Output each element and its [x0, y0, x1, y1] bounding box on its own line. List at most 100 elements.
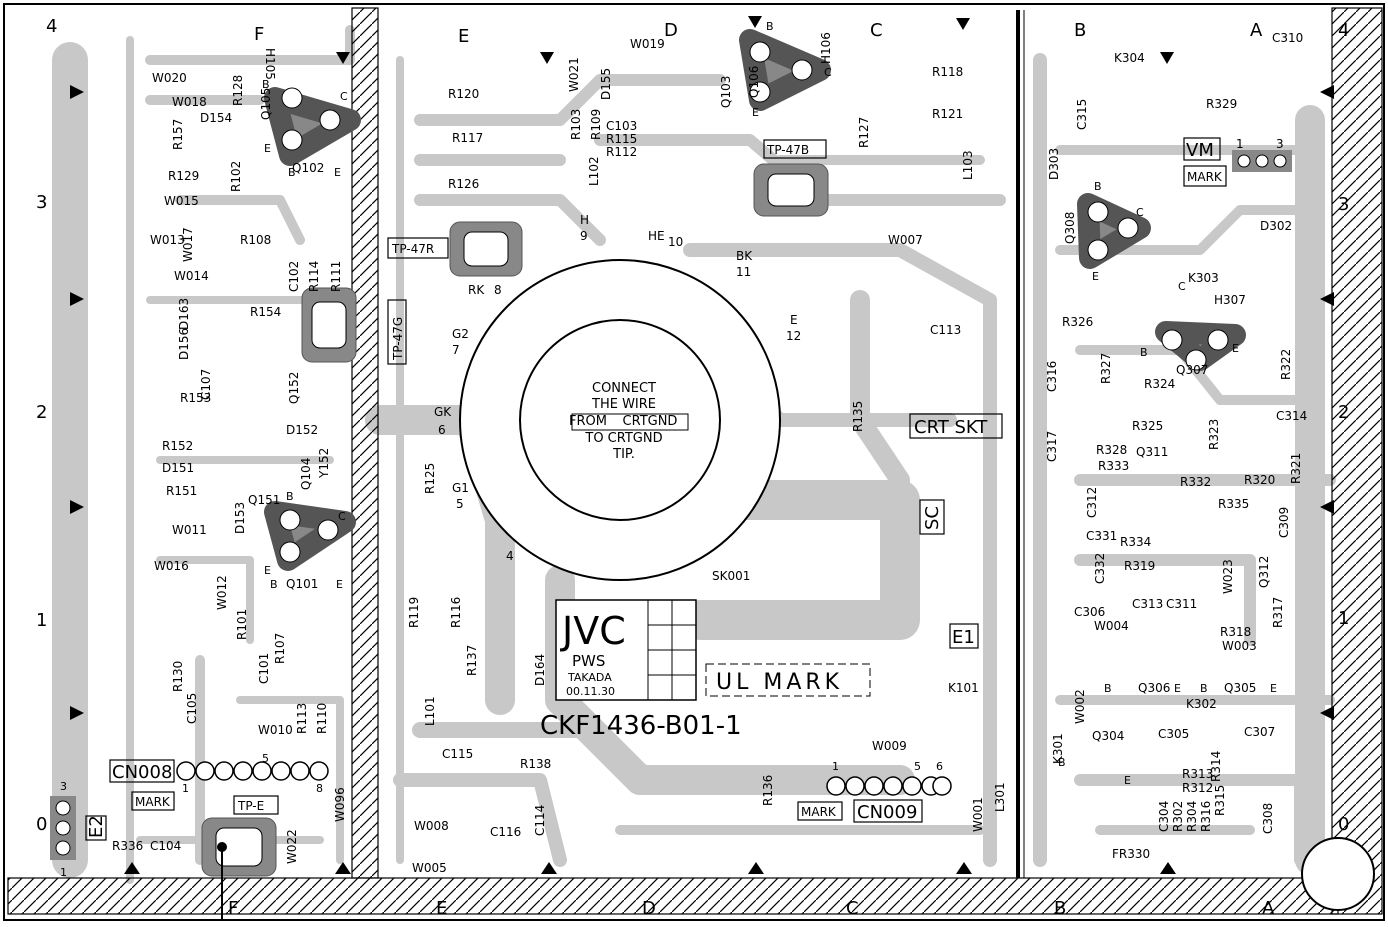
transistor-pin-c-1: C	[340, 90, 348, 103]
component-c306: C306	[1074, 605, 1105, 619]
note-line-1: CONNECT	[592, 381, 656, 396]
component-q105: Q105	[259, 88, 273, 120]
component-d152: D152	[286, 423, 318, 437]
tpe-label: TP-E	[237, 799, 264, 813]
component-c116: C116	[490, 825, 521, 839]
component-r111: R111	[329, 261, 343, 292]
component-c113: C113	[930, 323, 961, 337]
component-r332: R332	[1180, 475, 1211, 489]
component-c317: C317	[1045, 431, 1059, 462]
component-c104: C104	[150, 839, 181, 853]
component-y152: Y152	[317, 448, 331, 479]
component-c103: C103	[606, 119, 637, 133]
component-r112: R112	[606, 145, 637, 159]
component-c309: C309	[1277, 507, 1291, 538]
component-w015: W015	[164, 194, 199, 208]
component-r151: R151	[166, 484, 197, 498]
e1-label: E1	[952, 627, 975, 648]
transistor-pin-e-13: E	[1232, 342, 1239, 355]
board-outline	[3, 3, 1385, 921]
component-w016: W016	[154, 559, 189, 573]
component-w020: W020	[152, 71, 187, 85]
pin-num-5: 5	[456, 497, 464, 511]
cn008-pin-8: 8	[316, 782, 323, 795]
transistor-pin-b-23: B	[1058, 756, 1066, 769]
component-r153: R153	[180, 391, 211, 405]
pin-num-4: 4	[506, 549, 514, 563]
component-w005: W005	[412, 861, 447, 875]
component-l101: L101	[423, 696, 437, 726]
component-q311: Q311	[1136, 445, 1168, 459]
component-w011: W011	[172, 523, 207, 537]
note-line-3: FROM	[569, 414, 607, 429]
transistor-pin-e-22: E	[1270, 682, 1277, 695]
component-r115: R115	[606, 132, 637, 146]
component-r304: R304	[1185, 801, 1199, 832]
component-c311: C311	[1166, 597, 1197, 611]
component-r323: R323	[1207, 419, 1221, 450]
component-r127: R127	[857, 117, 871, 148]
component-r321: R321	[1289, 453, 1303, 484]
component-q306: Q306	[1138, 681, 1170, 695]
row-right-4: 4	[1338, 20, 1349, 41]
pin-name-bk: BK	[736, 249, 753, 263]
zone-top-c: C	[870, 20, 883, 41]
component-q312: Q312	[1257, 556, 1271, 588]
component-r126: R126	[448, 177, 479, 191]
vm-connector	[1232, 150, 1292, 172]
transistor-pin-e-10: E	[1092, 270, 1099, 283]
component-r334: R334	[1120, 535, 1151, 549]
component-r137: R137	[465, 645, 479, 676]
transistor-pin-c-11: C	[1178, 280, 1186, 293]
pin-name-h: H	[580, 213, 589, 227]
component-c107: C107	[199, 369, 213, 400]
tp47r-label: TP-47R	[391, 242, 434, 256]
transistor-pin-e-16: E	[264, 564, 271, 577]
component-r130: R130	[171, 661, 185, 692]
row-right-1: 1	[1338, 608, 1349, 629]
transistor-pin-b-0: B	[262, 78, 270, 91]
component-q304: Q304	[1092, 729, 1124, 743]
hatched-keepout	[7, 7, 1383, 915]
boxed-label-text: TP-47R TP-47B TP-47G TP-E CRT SKT SC E1 …	[86, 140, 1223, 838]
arrow-markers	[70, 16, 1334, 874]
boxed-labels	[85, 137, 1227, 841]
tp47g-label: TP-47G	[391, 317, 405, 361]
component-r320: R320	[1244, 473, 1275, 487]
component-sk001: SK001	[712, 569, 750, 583]
component-w010: W010	[258, 723, 293, 737]
component-r316: R316	[1199, 801, 1213, 832]
component-r324: R324	[1144, 377, 1175, 391]
row-numbers-right: 4 3 2 1 0	[1338, 20, 1349, 835]
transistor-pin-e-24: E	[1124, 774, 1131, 787]
component-w001: W001	[971, 797, 985, 832]
component-l103: L103	[961, 150, 975, 180]
row-numbers-left: 4 3 2 1 0	[36, 16, 57, 835]
component-w012: W012	[215, 575, 229, 610]
component-r327: R327	[1099, 353, 1113, 384]
component-d155: D155	[599, 68, 613, 100]
zone-bottom-f: F	[228, 898, 238, 919]
row-left-3: 3	[36, 192, 47, 213]
component-r107: R107	[273, 633, 287, 664]
component-q106: Q106	[747, 66, 761, 98]
component-c114: C114	[533, 805, 547, 836]
component-fr330: FR330	[1112, 847, 1150, 861]
component-c308: C308	[1261, 803, 1275, 834]
transistor-pin-e-2: E	[264, 142, 271, 155]
pin-name-g2: G2	[452, 327, 469, 341]
row-left-0: 0	[36, 814, 47, 835]
component-h106: H106	[819, 32, 833, 64]
note-line-6: TIP.	[612, 447, 635, 462]
zone-top-f: F	[254, 24, 264, 45]
component-l102: L102	[587, 156, 601, 186]
component-r314: R314	[1209, 751, 1223, 782]
row-right-0: 0	[1338, 814, 1349, 835]
note-line-5: TO CRTGND	[584, 431, 662, 446]
component-c101: C101	[257, 653, 271, 684]
component-d153: D153	[233, 502, 247, 534]
component-r128: R128	[231, 75, 245, 106]
component-r318: R318	[1220, 625, 1251, 639]
pin-num-6: 6	[438, 423, 446, 437]
